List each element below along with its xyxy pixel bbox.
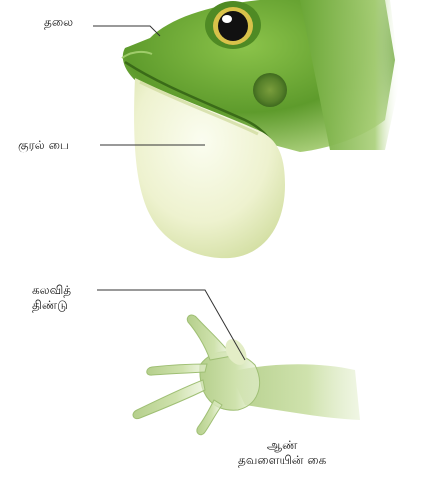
label-nuptial-pad: கலவித் திண்டு: [32, 283, 71, 313]
frog-hand: [133, 315, 360, 435]
label-vocal-sac: குரல் பை: [18, 138, 69, 153]
label-nuptial-pad-line1: கலவித்: [32, 283, 71, 298]
label-head: தலை: [44, 15, 73, 30]
caption-line1: ஆண்: [238, 438, 326, 453]
caption: ஆண் தவளையின் கை: [238, 438, 326, 468]
head-leader-line: [93, 26, 160, 36]
caption-line2: தவளையின் கை: [238, 453, 326, 468]
tympanum: [253, 73, 287, 107]
frog-eye: [205, 1, 261, 49]
label-nuptial-pad-line2: திண்டு: [32, 298, 71, 313]
